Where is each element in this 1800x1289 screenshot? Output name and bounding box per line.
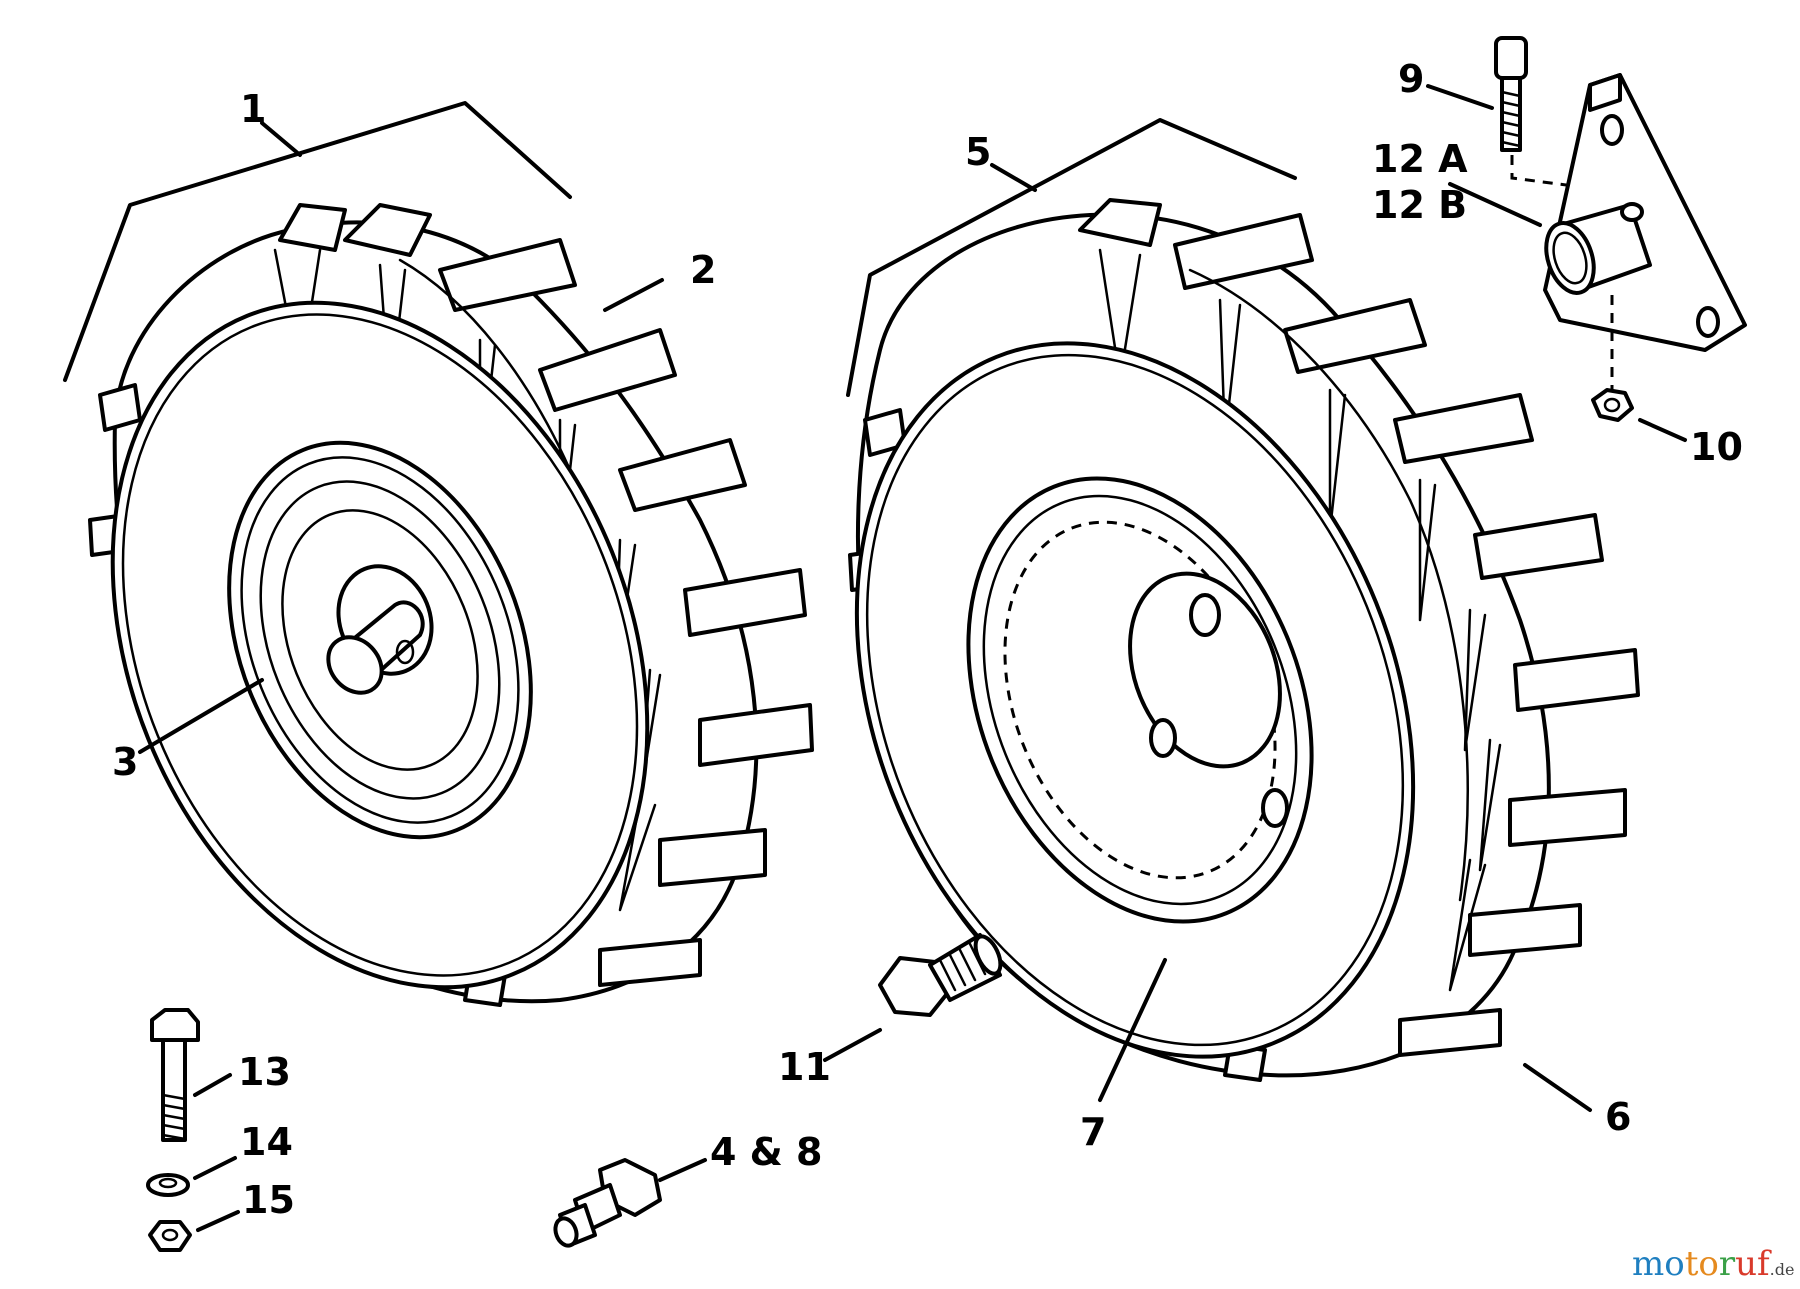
nut-15 (148, 1220, 192, 1252)
right-center-hole (1128, 571, 1282, 769)
callout-13: 13 (238, 1050, 291, 1094)
left-rim-ring-1 (240, 456, 520, 824)
bolt-9 (1494, 36, 1528, 152)
right-bolt-hole-3 (1261, 788, 1289, 828)
watermark-r: r (1719, 1244, 1736, 1284)
watermark-tld: .de (1770, 1260, 1795, 1279)
dashed-guide-9 (1510, 155, 1606, 192)
right-sidewall-bead (865, 353, 1405, 1047)
leader-lines (63, 84, 1687, 1232)
washer-14 (146, 1173, 190, 1197)
left-tire-lugs (273, 203, 814, 987)
svg-text:motoruf.de: motoruf.de (1632, 1244, 1794, 1284)
right-bolt-hole-1 (1189, 593, 1221, 637)
callout-4-8: 4 & 8 (710, 1130, 822, 1174)
callout-2: 2 (690, 248, 716, 292)
callout-6: 6 (1605, 1095, 1631, 1139)
right-rim-ring (982, 494, 1298, 906)
bracket-12 (1543, 73, 1747, 352)
watermark-mo: mo (1632, 1244, 1685, 1284)
callout-14: 14 (240, 1120, 293, 1164)
callout-9: 9 (1398, 57, 1424, 101)
valve-stem-4-8 (553, 1158, 662, 1248)
callout-11: 11 (778, 1045, 831, 1089)
callout-12a: 12 A (1372, 137, 1468, 181)
left-rim-ring-2 (259, 480, 501, 800)
watermark-uf: uf (1735, 1244, 1772, 1284)
watermark-to: to (1685, 1244, 1719, 1284)
callout-15: 15 (242, 1178, 295, 1222)
callout-1: 1 (240, 87, 266, 131)
nut-10 (1591, 388, 1634, 422)
left-rim-ring-3 (281, 509, 479, 771)
callout-12b: 12 B (1372, 183, 1467, 227)
right-wheel-assembly (848, 198, 1640, 1082)
right-bolt-hole-2 (1149, 718, 1177, 758)
right-tire-lugs (1078, 198, 1640, 1057)
watermark-logo: motoruf.de (1632, 1244, 1794, 1284)
left-wheel-assembly (88, 203, 814, 1007)
callout-10: 10 (1690, 425, 1743, 469)
bolt-11 (878, 933, 1003, 1017)
left-sidewall-bead (121, 313, 639, 977)
callout-3: 3 (112, 740, 138, 784)
callout-5: 5 (965, 130, 991, 174)
bolt-13 (150, 1008, 200, 1142)
callout-7: 7 (1080, 1110, 1106, 1154)
